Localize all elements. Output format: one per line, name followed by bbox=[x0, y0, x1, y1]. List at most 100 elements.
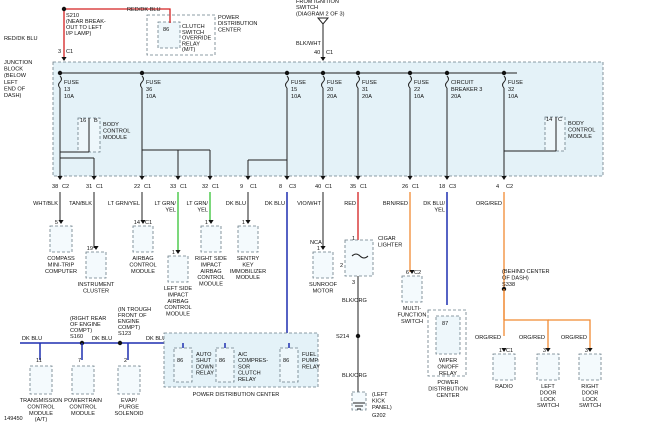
connector-id: C1 bbox=[325, 184, 332, 190]
pcm-label: CONTROL bbox=[69, 404, 96, 410]
right-side-airbag bbox=[200, 225, 222, 253]
fuse-label: FUSE bbox=[327, 80, 342, 86]
instrument-cluster bbox=[85, 251, 107, 279]
connector-id: B bbox=[94, 118, 98, 124]
sunroof-motor bbox=[312, 251, 334, 279]
ground-location-label: KICK bbox=[372, 398, 385, 404]
ground-location-label: PANEL) bbox=[372, 405, 392, 411]
s123-label: S123 bbox=[118, 331, 131, 337]
pdc-wiper-box bbox=[427, 309, 467, 377]
pin-number: 33 bbox=[170, 184, 176, 190]
s338-location: (BEHIND CENTER bbox=[502, 269, 550, 275]
pin-number: 1 bbox=[172, 250, 175, 256]
pin-number: 3 bbox=[543, 348, 546, 354]
connector-id: C1 bbox=[66, 49, 73, 55]
connector-id: C1 bbox=[250, 184, 257, 190]
relay-pin: 87 bbox=[442, 321, 448, 327]
cigar-lighter-label: CIGAR bbox=[378, 236, 396, 242]
fuse-rating: 10A bbox=[414, 94, 424, 100]
pin-number: 16 bbox=[80, 118, 86, 124]
module-label: DOOR bbox=[582, 390, 599, 396]
pcm-label: MODULE bbox=[71, 411, 95, 417]
airbag-module bbox=[132, 225, 154, 253]
fuse-icon bbox=[502, 75, 506, 89]
fuse-rating: 10A bbox=[146, 94, 156, 100]
airbag-module-label: AIRBAG bbox=[132, 256, 153, 262]
wire-color-label: ORG/RED bbox=[561, 335, 587, 341]
connector-id: C2 bbox=[62, 184, 69, 190]
wire-color-label: WHT/BLK bbox=[33, 201, 58, 207]
connector-id: C1 bbox=[412, 184, 419, 190]
left-side-airbag bbox=[167, 255, 189, 283]
relay-label: (M/T) bbox=[182, 47, 195, 53]
left-side-airbag-label: CONTROL bbox=[164, 305, 191, 311]
pin-number: 40 bbox=[315, 184, 321, 190]
airbag-module-label: MODULE bbox=[131, 269, 155, 275]
pdc-label: POWER bbox=[437, 380, 458, 386]
fuse-label: FUSE bbox=[291, 80, 306, 86]
right-side-airbag-label: MODULE bbox=[199, 282, 223, 288]
fuse-icon bbox=[285, 75, 289, 89]
pdc-label: DISTRIBUTION bbox=[218, 21, 257, 27]
relay-label: OVERRIDE bbox=[182, 36, 211, 42]
pin-number: 9 bbox=[240, 184, 243, 190]
instrument-cluster-label: CLUSTER bbox=[83, 288, 109, 294]
ground-location-label: (LEFT bbox=[372, 392, 388, 398]
s123-splice bbox=[117, 340, 123, 346]
connector-arrow bbox=[57, 176, 63, 180]
right-side-airbag-label: CONTROL bbox=[197, 275, 224, 281]
fuse-number: 32 bbox=[508, 87, 514, 93]
airbag-module-label: CONTROL bbox=[129, 262, 156, 268]
junction-block bbox=[52, 61, 604, 177]
fuse-bus-dot bbox=[355, 70, 361, 76]
module-label: SWITCH bbox=[537, 403, 559, 409]
tcm-label: CONTROL bbox=[27, 404, 54, 410]
bcm-label: BODY bbox=[568, 121, 584, 127]
pdc-label: CENTER bbox=[437, 393, 460, 399]
wire-color-label: VIO/WHT bbox=[297, 201, 322, 207]
right-side-airbag-label: RIGHT SIDE bbox=[195, 256, 227, 262]
wire-org-red bbox=[548, 319, 591, 350]
sunroof-motor-label: MOTOR bbox=[313, 288, 334, 294]
wire-color-label: DK BLU bbox=[146, 336, 166, 342]
fuse-rating: 20A bbox=[451, 94, 461, 100]
junction-block-label: LEFT bbox=[4, 80, 18, 86]
pin-number: 2 bbox=[124, 358, 127, 364]
connector-arrow bbox=[355, 176, 361, 180]
fuse-number: 20 bbox=[327, 87, 333, 93]
junction-block-label: DASH) bbox=[4, 93, 22, 99]
relay-pin: 86 bbox=[163, 27, 169, 33]
pin-number: 6 bbox=[406, 270, 409, 276]
connector-arrow bbox=[245, 176, 251, 180]
multifunction-switch-label: FUNCTION bbox=[398, 312, 427, 318]
sentry-key-module-label: SENTRY bbox=[237, 256, 260, 262]
pin-number: 14 bbox=[546, 117, 552, 123]
connector-arrow bbox=[207, 176, 213, 180]
bcm-label: MODULE bbox=[103, 135, 127, 141]
pin-number: 11 bbox=[36, 358, 42, 364]
pin-number: 18 bbox=[439, 184, 445, 190]
wire-color-label: RED/DK BLU bbox=[127, 7, 161, 13]
connector-arrow bbox=[501, 348, 507, 352]
relay-label: AUTO bbox=[196, 352, 212, 358]
connector-arrow bbox=[587, 348, 593, 352]
relay-label: RELAY bbox=[238, 377, 256, 383]
connector-arrow bbox=[139, 176, 145, 180]
ground-id: G202 bbox=[372, 413, 386, 419]
fuse-rating: 10A bbox=[508, 94, 518, 100]
connector-id: C3 bbox=[289, 184, 296, 190]
junction-block-label: (BELOW bbox=[4, 73, 27, 79]
cigar-lighter-box bbox=[344, 239, 374, 277]
pin-number: 1 bbox=[352, 236, 355, 242]
relay-label: FUEL bbox=[302, 352, 316, 358]
wire-red-dk-blu bbox=[64, 8, 171, 20]
connector-arrow bbox=[245, 220, 251, 224]
connector-arrow bbox=[545, 348, 551, 352]
relay-label: DOWN bbox=[196, 364, 214, 370]
left-side-airbag-label: MODULE bbox=[166, 312, 190, 318]
wire-color-label: YEL bbox=[434, 207, 445, 213]
tcm-label: (A/T) bbox=[35, 417, 48, 423]
connector-arrow bbox=[284, 176, 290, 180]
sunroof-motor-label: SUNROOF bbox=[309, 282, 338, 288]
door-lock-module bbox=[536, 353, 560, 381]
